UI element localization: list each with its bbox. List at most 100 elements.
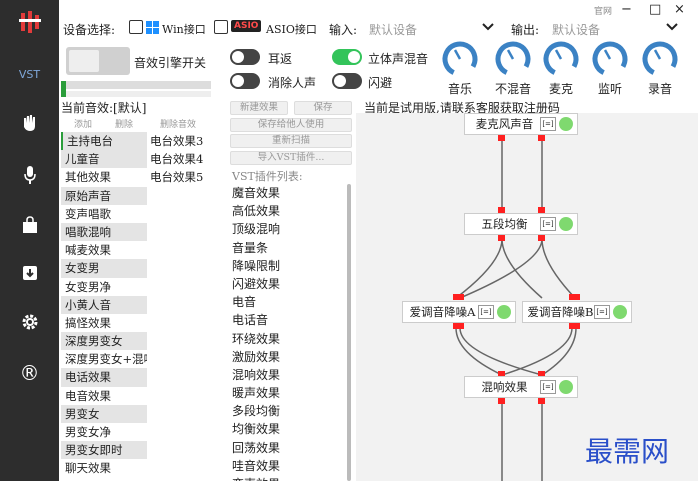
port-out-r[interactable]: [538, 398, 545, 404]
volume-knob[interactable]: 录音: [640, 40, 680, 97]
port-out-l[interactable]: [498, 235, 505, 241]
engine-switch[interactable]: [66, 47, 130, 75]
effect-list-item[interactable]: 女变男: [61, 259, 147, 278]
vocal-removal-toggle[interactable]: [230, 73, 260, 89]
port-out-l[interactable]: [498, 135, 505, 141]
port-in-r[interactable]: [538, 207, 545, 213]
ducking-toggle[interactable]: [332, 73, 362, 89]
vst-plugin-item[interactable]: 哇音效果: [232, 458, 281, 473]
vst-plugin-item[interactable]: 顶级混响: [232, 222, 281, 237]
effect-list-item[interactable]: 原始声音: [61, 186, 147, 205]
effect-list-item[interactable]: 聊天效果: [65, 461, 111, 476]
knob-icon[interactable]: [441, 40, 479, 78]
knob-icon[interactable]: [542, 40, 580, 78]
close-button[interactable]: ×: [674, 2, 685, 17]
settings-icon[interactable]: [=]: [540, 117, 556, 131]
vst-plugin-item[interactable]: 电音: [232, 295, 257, 310]
effect-list-item[interactable]: 电音效果: [65, 388, 111, 403]
vst-plugin-item[interactable]: 混响效果: [232, 367, 281, 382]
effect-list-item[interactable]: 其他效果: [65, 170, 111, 185]
settings-icon[interactable]: [=]: [478, 305, 494, 319]
mic-icon[interactable]: [0, 155, 59, 195]
delete-effect-button[interactable]: 删除音效: [160, 120, 197, 130]
maximize-button[interactable]: □: [649, 2, 662, 17]
vst-nav-icon[interactable]: VST: [18, 67, 41, 81]
effect-list-item[interactable]: 男变女即时: [61, 441, 147, 460]
radio-effect-item[interactable]: 电台效果5: [150, 170, 204, 185]
chevron-down-icon[interactable]: [481, 20, 495, 34]
win-interface-checkbox[interactable]: [129, 20, 143, 34]
add-effect-button[interactable]: 添加: [74, 120, 93, 130]
settings-icon[interactable]: [=]: [540, 217, 556, 231]
asio-interface-checkbox[interactable]: [214, 20, 228, 34]
port-out-r[interactable]: [457, 323, 464, 329]
port-in-r[interactable]: [573, 294, 580, 300]
settings-icon[interactable]: [=]: [594, 305, 610, 319]
knob-icon[interactable]: [641, 40, 679, 78]
port-in-l[interactable]: [569, 294, 576, 300]
knob-icon[interactable]: [591, 40, 629, 78]
port-in-l[interactable]: [453, 294, 460, 300]
vst-plugin-item[interactable]: 环绕效果: [232, 331, 281, 346]
vst-plugin-item[interactable]: 降噪限制: [232, 258, 281, 273]
status-dot-icon[interactable]: [559, 217, 573, 231]
settings-icon[interactable]: [=]: [540, 380, 556, 394]
chevron-down-icon[interactable]: [665, 20, 679, 34]
vst-plugin-item[interactable]: 魔音效果: [232, 186, 281, 200]
effect-list-item[interactable]: 深度男变女: [61, 332, 147, 351]
volume-knob[interactable]: 不混音: [493, 40, 533, 97]
port-in-r[interactable]: [538, 371, 545, 377]
node-noise-reduction-b[interactable]: 爱调音降噪B [=]: [522, 301, 632, 323]
radio-effect-item[interactable]: 电台效果3: [150, 134, 204, 148]
effect-list-item[interactable]: 主持电台: [61, 132, 147, 151]
effect-list-item[interactable]: 男变女净: [65, 425, 111, 439]
status-dot-icon[interactable]: [559, 117, 573, 131]
volume-knob[interactable]: 监听: [590, 40, 630, 97]
vst-plugin-item[interactable]: 激励效果: [232, 349, 281, 364]
port-in-r[interactable]: [457, 294, 464, 300]
vst-plugin-item[interactable]: 多段均衡: [232, 404, 281, 419]
effect-list-item[interactable]: 小黄人音: [61, 295, 147, 314]
official-site-link[interactable]: 官网: [594, 7, 613, 17]
node-mic-voice[interactable]: 麦克风声音 [=]: [464, 113, 578, 135]
effect-list-item[interactable]: 儿童音: [61, 150, 147, 169]
input-device-select[interactable]: 默认设备: [369, 23, 418, 37]
port-out-r[interactable]: [538, 135, 545, 141]
node-reverb[interactable]: 混响效果 [=]: [464, 376, 578, 398]
port-out-r[interactable]: [538, 235, 545, 241]
node-noise-reduction-a[interactable]: 爱调音降噪A [=]: [402, 301, 516, 323]
port-in-l[interactable]: [498, 207, 505, 213]
gear-icon[interactable]: [0, 302, 59, 342]
effect-list-item[interactable]: 喊麦效果: [65, 243, 111, 258]
save-button[interactable]: 保存: [294, 101, 352, 115]
port-out-l[interactable]: [498, 398, 505, 404]
volume-knob[interactable]: 麦克: [541, 40, 581, 97]
vst-plugin-item[interactable]: 电话音: [232, 313, 269, 328]
new-effect-button[interactable]: 新建效果: [230, 101, 288, 115]
effect-list-item[interactable]: 唱歌混响: [61, 222, 147, 242]
vst-plugin-item[interactable]: 暖声效果: [232, 386, 281, 401]
port-in-l[interactable]: [498, 371, 505, 377]
save-for-others-button[interactable]: 保存给他人使用: [230, 118, 352, 132]
registered-icon[interactable]: ®: [19, 361, 40, 385]
knob-icon[interactable]: [494, 40, 532, 78]
radio-effect-item[interactable]: 电台效果4: [150, 152, 204, 167]
ear-return-toggle[interactable]: [230, 49, 260, 65]
rescan-button[interactable]: 重新扫描: [230, 134, 352, 148]
download-icon[interactable]: [0, 253, 59, 293]
effect-list-item[interactable]: 男变女: [61, 404, 147, 423]
shop-bag-icon[interactable]: [0, 205, 59, 245]
status-dot-icon[interactable]: [497, 305, 511, 319]
port-out-l[interactable]: [453, 323, 460, 329]
stereo-mix-toggle[interactable]: [332, 49, 362, 65]
vst-scrollbar[interactable]: [347, 184, 351, 481]
delete-button[interactable]: 删除: [115, 120, 134, 130]
effect-list-item[interactable]: 深度男变女+混响: [65, 352, 147, 367]
status-dot-icon[interactable]: [559, 380, 573, 394]
vst-plugin-item[interactable]: 均衡效果: [232, 422, 281, 437]
effect-list-item[interactable]: 女变男净: [65, 279, 111, 294]
hand-icon[interactable]: [0, 103, 59, 143]
node-eq5[interactable]: 五段均衡 [=]: [464, 213, 578, 235]
vst-plugin-item[interactable]: 高低效果: [232, 204, 281, 219]
vst-plugin-item[interactable]: 音量条: [232, 240, 269, 255]
